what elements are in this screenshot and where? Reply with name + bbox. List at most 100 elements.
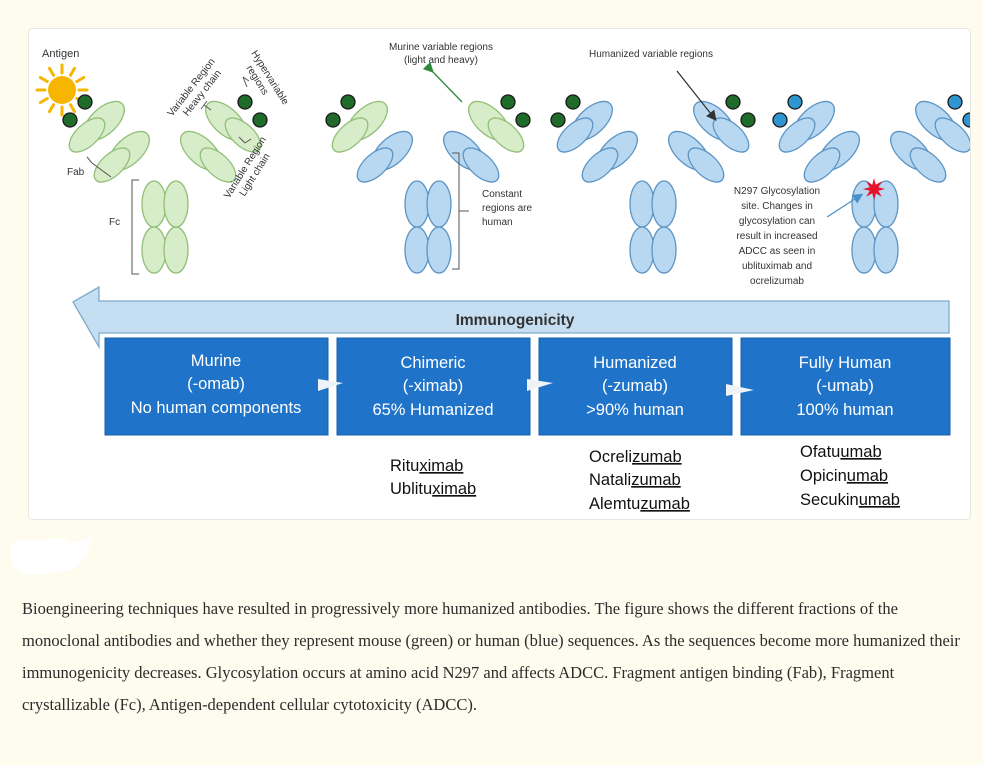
glycosylation-site-icon [863,178,885,200]
figure-caption: Bioengineering techniques have resulted … [22,599,960,714]
category-murine: Murine (-omab) No human components [104,337,329,436]
drug-ublituximab: Ublituximab [390,480,476,498]
fc-segment [629,180,655,228]
svg-text:100% human: 100% human [796,401,893,419]
light-variable-right [934,117,970,153]
light-constant-right [462,147,500,183]
svg-text:ublituximab and: ublituximab and [742,261,812,272]
svg-text:No human components: No human components [131,399,302,417]
hypervariable-tip [947,94,963,110]
examples-fully-human: Ofatuumab Opicinumab Secukinumab [800,443,900,509]
drug-opicinumab: Opicinumab [800,467,888,485]
svg-text:Chimeric: Chimeric [400,354,465,372]
light-variable-left [331,117,369,153]
light-variable-left [778,117,816,153]
sun-ray [38,76,49,83]
fc-segment [873,226,899,274]
sun-ray [69,66,76,77]
category-chimeric: Chimeric (-ximab) 65% Humanized [336,337,531,436]
examples-chimeric: Rituximab Ublituximab [390,457,476,498]
svg-text:65% Humanized: 65% Humanized [372,401,493,419]
category-fully-human: Fully Human (-umab) 100% human [740,337,951,436]
fc-segment [163,180,189,228]
hypervariable-tip [787,94,803,110]
murine-pointer-arrow [422,61,463,103]
fc-segment [426,180,452,228]
humanized-antibody [550,94,756,274]
constant-label-2: regions are [482,203,532,214]
antigen-label: Antigen [42,48,79,60]
murine-antibody [62,94,268,274]
svg-text:(-omab): (-omab) [187,375,245,393]
light-constant-left [356,147,394,183]
hypervariable-tip [500,94,516,110]
svg-text:(-ximab): (-ximab) [403,377,464,395]
humanized-variable-label: Humanized variable regions [589,49,713,60]
fully-human-antibody [772,94,970,274]
light-constant-right [687,147,725,183]
drug-ofatumumab: Ofatuumab [800,443,882,461]
fc-label: Fc [109,217,120,228]
figure-card: Antigen Variable Region Heavy chain Hype… [28,28,971,520]
connector-arrow-3 [726,384,754,396]
svg-text:ADCC as seen in: ADCC as seen in [739,246,816,257]
fc-segment [404,226,430,274]
sun-ray [48,103,55,114]
fc-segment [141,226,167,274]
drug-secukinumab: Secukinumab [800,491,900,509]
murine-variable-label: Murine variable regions [389,42,493,53]
hypervariable-tip [252,112,268,128]
watermark-logo-icon [10,537,92,575]
hypervariable-tip [340,94,356,110]
svg-text:N297 Glycosylation: N297 Glycosylation [734,186,820,197]
connector-arrow-1 [318,379,343,391]
drug-rituximab: Rituximab [390,457,463,475]
humanized-pointer-arrow [676,70,717,122]
svg-text:(-zumab): (-zumab) [602,377,668,395]
svg-text:glycosylation can: glycosylation can [739,216,815,227]
svg-text:site. Changes in: site. Changes in [741,201,813,212]
fc-segment [851,226,877,274]
light-constant-right [909,147,947,183]
svg-text:result in increased: result in increased [736,231,817,242]
drug-alemtuzumab: Alemtuzumab [589,495,690,513]
light-constant-left [93,147,131,183]
fc-segment [141,180,167,228]
antigen-sun-icon [35,63,89,117]
hypervariable-tip [62,112,78,128]
antibody-diagram: Antigen Variable Region Heavy chain Hype… [35,42,970,513]
light-constant-left [581,147,619,183]
murine-variable-sublabel: (light and heavy) [404,55,478,66]
svg-text:Fully Human: Fully Human [799,354,892,372]
light-constant-right [199,147,237,183]
chimeric-antibody [325,94,531,274]
hypervariable-tip [565,94,581,110]
svg-text:Murine: Murine [191,352,241,370]
hypervariable-tip [772,112,788,128]
fc-segment [651,226,677,274]
drug-natalizumab: Natalizumab [589,471,681,489]
examples-humanized: Ocrelizumab Natalizumab Alemtuzumab [589,448,690,513]
sun-ray [48,66,55,77]
svg-text:>90% human: >90% human [586,401,684,419]
hypervariable-tip [740,112,756,128]
immunogenicity-label: Immunogenicity [456,312,575,329]
glycosylation-note: N297 Glycosylation site. Changes in glyc… [734,186,820,287]
category-humanized: Humanized (-zumab) >90% human [538,337,733,436]
hypervariable-tip [77,94,93,110]
constant-label-3: human [482,217,513,228]
immunogenicity-arrow [72,285,950,350]
sun-ray [38,97,49,104]
fc-segment [404,180,430,228]
connector-arrow-2 [527,379,553,391]
hypervariable-tip [325,112,341,128]
glycosylation-pointer-arrow [826,193,864,218]
constant-label-1: Constant [482,189,522,200]
sun-ray [69,103,76,114]
svg-text:(-umab): (-umab) [816,377,874,395]
fc-segment [426,226,452,274]
hypervariable-tip [725,94,741,110]
light-constant-left [803,147,841,183]
sun-ray [75,76,86,83]
hypervariable-tip [550,112,566,128]
